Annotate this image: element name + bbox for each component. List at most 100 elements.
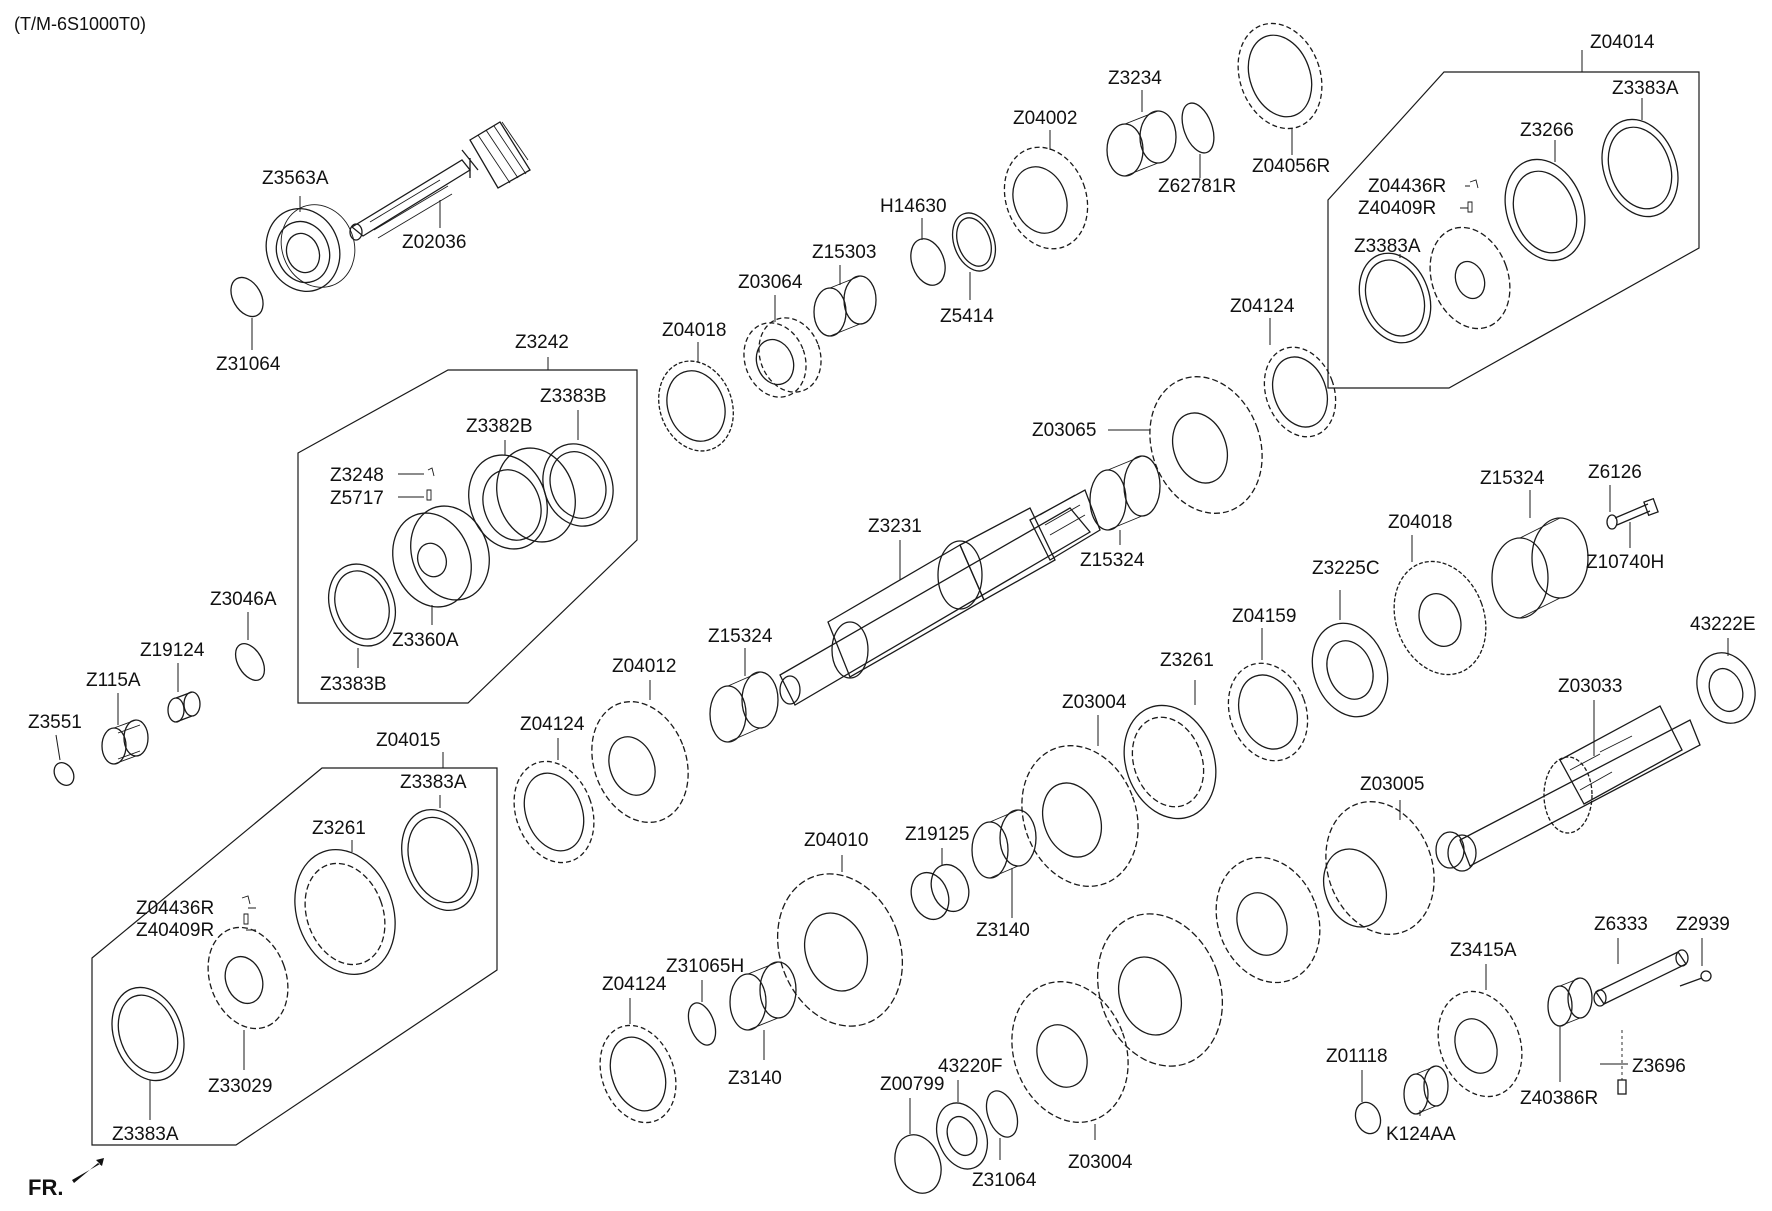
needle-bearing-k124aa-drawing xyxy=(1403,1065,1449,1115)
bearing-43222e-drawing xyxy=(1696,652,1756,724)
gear-z04010-drawing xyxy=(776,873,904,1027)
label-z19125: Z19125 xyxy=(905,824,969,845)
label-z3242: Z3242 xyxy=(515,332,569,353)
label-z04124-bottom: Z04124 xyxy=(602,974,667,995)
label-z00799: Z00799 xyxy=(880,1074,944,1095)
ring-z31065h-drawing xyxy=(687,1002,717,1046)
group-box-z04015 xyxy=(91,767,498,1146)
label-z3234: Z3234 xyxy=(1108,68,1162,89)
needle-bearing-z3140-bottom-drawing xyxy=(729,961,797,1031)
gear-z03064-drawing xyxy=(743,317,822,398)
label-z3383b-bottom: Z3383B xyxy=(320,674,387,695)
label-z19124: Z19124 xyxy=(140,640,205,661)
gear-z04124-bottom-drawing xyxy=(599,1024,677,1124)
ring-z31064-bottom-drawing xyxy=(985,1090,1019,1138)
label-z3383a-tr: Z3383A xyxy=(1612,78,1679,99)
label-z33029: Z33029 xyxy=(208,1076,272,1097)
sync-group-z04015-drawing xyxy=(111,808,479,1082)
label-z31064-top: Z31064 xyxy=(216,354,281,375)
label-z40409r-bottom: Z40409R xyxy=(136,920,214,941)
label-k124aa: K124AA xyxy=(1386,1124,1456,1145)
snap-ring-z3046a-drawing xyxy=(234,643,266,681)
label-z115a: Z115A xyxy=(86,670,141,691)
label-z3248: Z3248 xyxy=(330,465,384,486)
label-z03004-bottom: Z03004 xyxy=(1068,1152,1133,1173)
label-z3563a: Z3563A xyxy=(262,168,329,189)
label-z3231: Z3231 xyxy=(868,516,922,537)
model-code: (T/M-6S1000T0) xyxy=(14,14,146,34)
label-z15303: Z15303 xyxy=(812,242,876,263)
label-z3140-bottom: Z3140 xyxy=(728,1068,782,1089)
label-z04015: Z04015 xyxy=(376,730,440,751)
gear-z3415a-drawing xyxy=(1437,990,1523,1098)
label-z04002: Z04002 xyxy=(1013,108,1077,129)
label-z3046a: Z3046A xyxy=(210,589,277,610)
label-z6126: Z6126 xyxy=(1588,462,1642,483)
needle-bearing-z15324-mid-drawing xyxy=(1089,455,1161,531)
ring-z01118-drawing xyxy=(1354,1101,1382,1135)
label-z04056r: Z04056R xyxy=(1252,156,1330,177)
front-direction-indicator: FR. xyxy=(28,1158,104,1200)
label-z40409r-top: Z40409R xyxy=(1358,198,1436,219)
gear-z03004-top-drawing xyxy=(1021,745,1139,887)
label-z3261-left: Z3261 xyxy=(312,818,366,839)
gear-z04056r-drawing xyxy=(1237,22,1323,130)
input-shaft-drawing xyxy=(349,121,531,241)
ring-h14630-drawing xyxy=(910,238,946,286)
label-z3261-mid: Z3261 xyxy=(1160,650,1214,671)
label-z04012: Z04012 xyxy=(612,656,676,677)
leader-lines xyxy=(55,50,1729,1160)
needle-bearing-z3140-top-drawing xyxy=(971,809,1037,879)
label-z04018-top: Z04018 xyxy=(662,320,726,341)
label-h14630: H14630 xyxy=(880,196,947,217)
label-z03033: Z03033 xyxy=(1558,676,1622,697)
sync-group-z3242-drawing xyxy=(328,443,614,647)
bearing-43220f-drawing xyxy=(935,1102,989,1170)
bearing-z3225c-drawing xyxy=(1311,622,1389,718)
label-z3140-top: Z3140 xyxy=(976,920,1030,941)
gear-z03005-drawing xyxy=(1323,801,1435,935)
gear-z03065-drawing xyxy=(1149,376,1263,514)
label-z3383a-bl-bottom: Z3383A xyxy=(112,1124,179,1145)
gear-z04124-mid-drawing xyxy=(513,760,595,864)
needle-bearing-z40386r-drawing xyxy=(1547,977,1593,1027)
label-z03065: Z03065 xyxy=(1032,420,1096,441)
label-z3415a: Z3415A xyxy=(1450,940,1517,961)
label-z3266: Z3266 xyxy=(1520,120,1574,141)
gear-z04124-top-drawing xyxy=(1263,346,1337,438)
label-z02036: Z02036 xyxy=(402,232,466,253)
label-z3383a-tl: Z3383A xyxy=(1354,236,1421,257)
label-z15324-right: Z15324 xyxy=(1480,468,1545,489)
main-shaft-z3231-drawing xyxy=(779,489,1101,706)
label-z5717: Z5717 xyxy=(330,488,384,509)
pin-z3696-drawing xyxy=(1617,1030,1627,1095)
needle-bearing-z15324-right-drawing xyxy=(1491,517,1589,619)
gear-z03004-bottom-drawing xyxy=(1011,981,1129,1123)
sleeve-z3261-mid-drawing xyxy=(1123,704,1217,820)
label-z31065h: Z31065H xyxy=(666,956,744,977)
label-z15324-mid: Z15324 xyxy=(1080,550,1145,571)
gear-z04018-mid-drawing xyxy=(1393,560,1487,676)
label-z04159: Z04159 xyxy=(1232,606,1296,627)
group-box-z04014 xyxy=(1327,71,1700,389)
label-z3551: Z3551 xyxy=(28,712,82,733)
label-z3360a: Z3360A xyxy=(392,630,459,651)
label-z03004-top: Z03004 xyxy=(1062,692,1127,713)
label-z04014: Z04014 xyxy=(1590,32,1655,53)
ring-z5414-drawing xyxy=(951,212,997,272)
label-z3696: Z3696 xyxy=(1632,1056,1686,1077)
collar-z19125-drawing xyxy=(910,863,970,921)
label-z10740h: Z10740H xyxy=(1586,552,1664,573)
gear-cluster-drawing xyxy=(1096,856,1321,1067)
label-z04018-mid: Z04018 xyxy=(1388,512,1452,533)
label-z62781r: Z62781R xyxy=(1158,176,1236,197)
label-z03064: Z03064 xyxy=(738,272,803,293)
label-43222e: 43222E xyxy=(1690,614,1756,635)
bearing-z3563a-drawing xyxy=(265,204,356,292)
gear-z04012-drawing xyxy=(591,701,689,823)
bolt-z10740h-drawing xyxy=(1606,497,1659,530)
gear-z04159-drawing xyxy=(1227,662,1309,762)
bolt-z2939-drawing xyxy=(1679,970,1712,987)
label-z3383a-bl-top: Z3383A xyxy=(400,772,467,793)
gear-z04002-drawing xyxy=(1003,146,1089,250)
